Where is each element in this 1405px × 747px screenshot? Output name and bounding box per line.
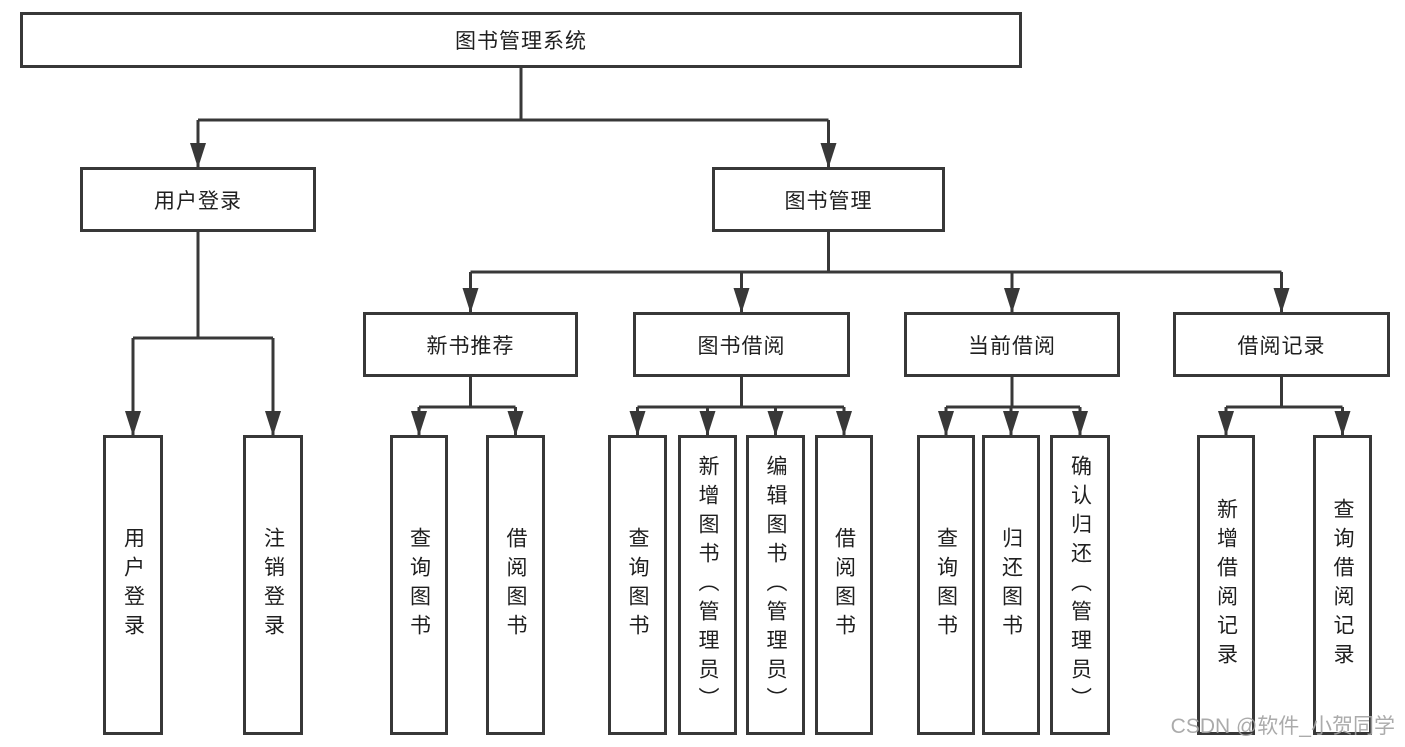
node-borrowing-records-label: 借阅记录 xyxy=(1237,334,1326,358)
leaf-borrowing-query-books: 查询图书 xyxy=(608,435,667,735)
leaf-logout: 注销登录 xyxy=(243,435,303,735)
node-user-login: 用户登录 xyxy=(80,167,316,232)
node-current-borrowing-label: 当前借阅 xyxy=(968,334,1056,358)
node-book-management: 图书管理 xyxy=(712,167,945,232)
leaf-current-query-books-label: 查询图书 xyxy=(934,527,958,643)
leaf-records-add-borrow-record: 新增借阅记录 xyxy=(1197,435,1255,735)
leaf-borrowing-borrow-books-label: 借阅图书 xyxy=(832,527,856,643)
leaf-user-login: 用户登录 xyxy=(103,435,163,735)
leaf-borrowing-query-books-label: 查询图书 xyxy=(626,527,649,643)
node-book-management-label: 图书管理 xyxy=(784,189,873,213)
leaf-records-query-borrow-record: 查询借阅记录 xyxy=(1313,435,1372,735)
leaf-recommend-borrow-books-label: 借阅图书 xyxy=(504,527,527,643)
leaf-borrowing-add-books-admin-label: 新增图书（管理员） xyxy=(696,454,719,716)
node-library-management-system-label: 图书管理系统 xyxy=(455,30,587,53)
node-current-borrowing: 当前借阅 xyxy=(904,312,1120,377)
leaf-recommend-query-books: 查询图书 xyxy=(390,435,448,735)
node-user-login-label: 用户登录 xyxy=(154,189,242,213)
csdn-watermark: CSDN @软件_小贺同学 xyxy=(1170,715,1395,738)
node-borrowing-records: 借阅记录 xyxy=(1173,312,1390,377)
node-book-borrowing: 图书借阅 xyxy=(633,312,850,377)
node-new-book-recommendation: 新书推荐 xyxy=(363,312,578,377)
leaf-current-confirm-return-admin-label: 确认归还（管理员） xyxy=(1068,454,1092,716)
node-book-borrowing-label: 图书借阅 xyxy=(697,334,786,358)
leaf-borrowing-edit-books-admin: 编辑图书（管理员） xyxy=(746,435,805,735)
leaf-current-return-books-label: 归还图书 xyxy=(999,527,1023,643)
node-new-book-recommendation-label: 新书推荐 xyxy=(426,334,515,358)
leaf-current-query-books: 查询图书 xyxy=(917,435,975,735)
leaf-borrowing-edit-books-admin-label: 编辑图书（管理员） xyxy=(764,454,787,716)
leaf-logout-label: 注销登录 xyxy=(261,527,285,643)
leaf-current-confirm-return-admin: 确认归还（管理员） xyxy=(1050,435,1110,735)
leaf-borrowing-borrow-books: 借阅图书 xyxy=(815,435,873,735)
leaf-records-add-borrow-record-label: 新增借阅记录 xyxy=(1214,498,1238,672)
leaf-recommend-borrow-books: 借阅图书 xyxy=(486,435,545,735)
leaf-current-return-books: 归还图书 xyxy=(982,435,1040,735)
leaf-borrowing-add-books-admin: 新增图书（管理员） xyxy=(678,435,737,735)
leaf-user-login-label: 用户登录 xyxy=(121,527,145,643)
node-library-management-system: 图书管理系统 xyxy=(20,12,1022,68)
leaf-recommend-query-books-label: 查询图书 xyxy=(407,527,431,643)
leaf-records-query-borrow-record-label: 查询借阅记录 xyxy=(1331,498,1354,672)
